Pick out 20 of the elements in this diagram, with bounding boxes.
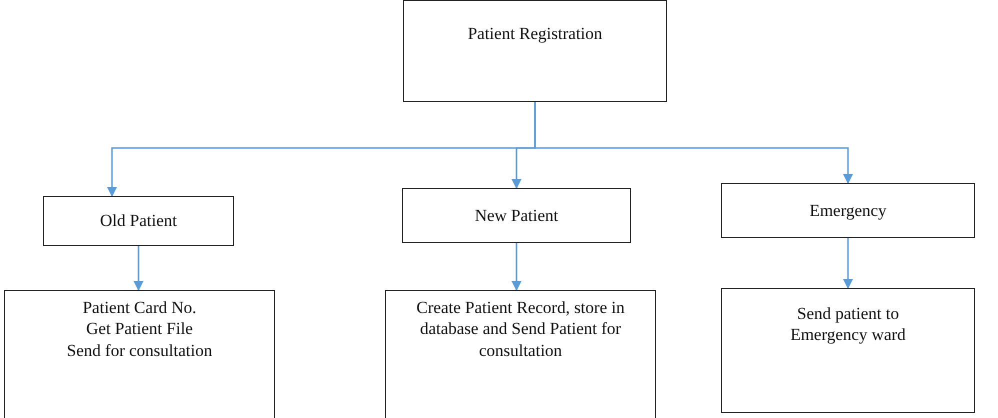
arrow — [534, 102, 853, 184]
process-box — [721, 288, 975, 413]
process-box — [385, 290, 656, 418]
box-text: Create Patient Record, store in database and Send Patient for consultation — [415, 297, 626, 361]
arrow — [512, 243, 522, 291]
arrow — [843, 238, 853, 289]
box-text: Send for consultation — [66, 340, 212, 361]
process-box — [402, 188, 631, 243]
box-text: New Patient — [474, 204, 558, 226]
process-box — [403, 0, 667, 102]
process-box — [721, 183, 975, 238]
box-text: Emergency — [809, 200, 887, 222]
process-box — [43, 196, 234, 246]
box-text: Patient Registration — [468, 23, 602, 44]
box-text: Get Patient File — [86, 318, 193, 340]
arrow — [134, 246, 144, 291]
process-box — [4, 290, 275, 418]
box-text: Send patient to Emergency ward — [789, 303, 907, 346]
box-text: Patient Card No. — [82, 297, 196, 318]
box-text: Old Patient — [100, 210, 177, 232]
